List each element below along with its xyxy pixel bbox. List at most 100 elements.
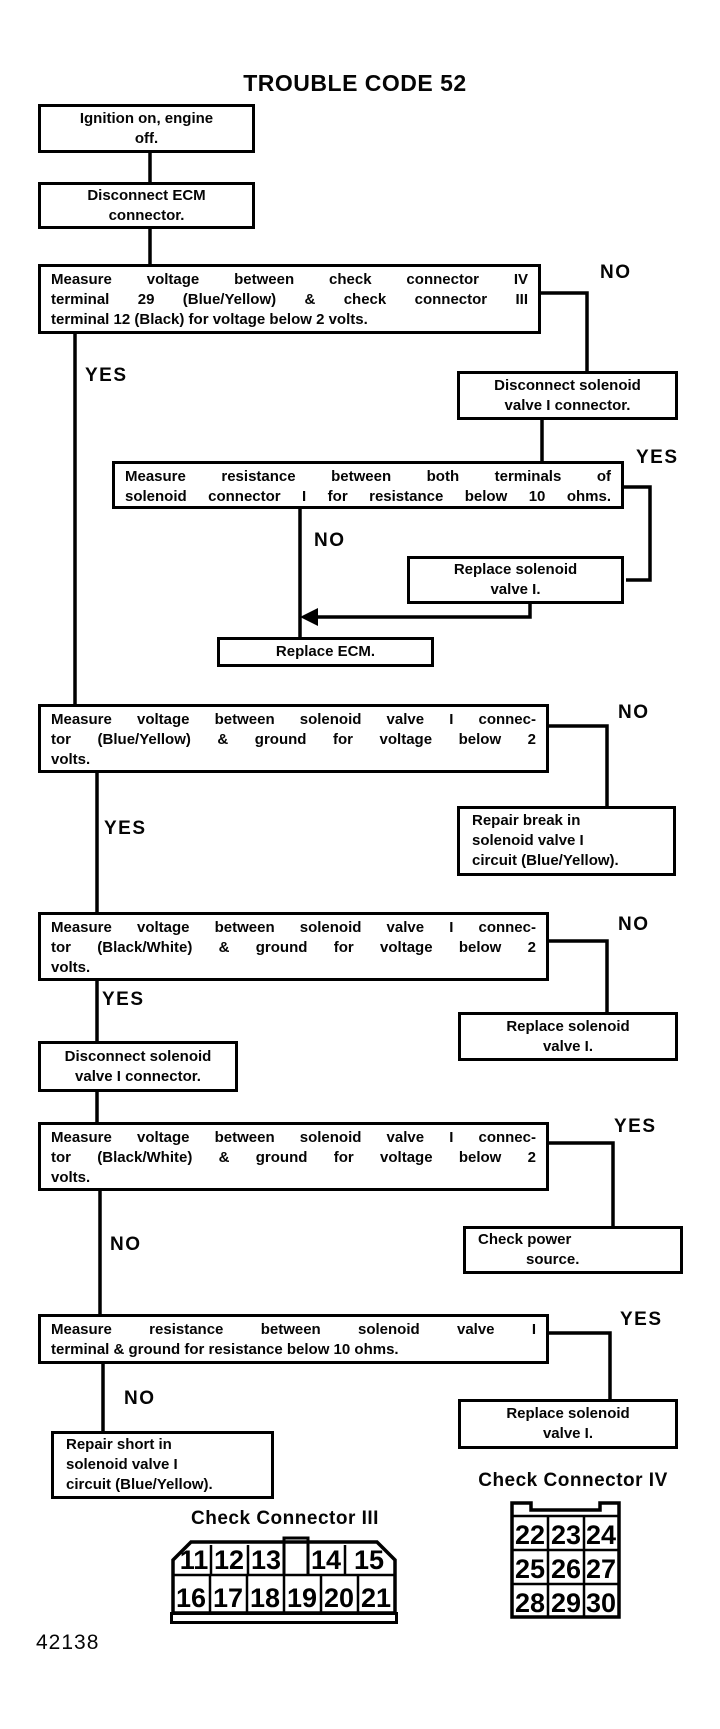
text-line: Measure resistance between solenoid valv… [51,1321,536,1338]
pin-number: 16 [176,1583,206,1613]
branch-label-no: NO [618,702,650,723]
branch-label-yes: YES [636,447,679,468]
text-line: solenoid connector I for resistance belo… [125,488,611,505]
text-line: tor (Black/White) & ground for voltage b… [51,939,536,956]
pin-number: 15 [354,1545,384,1575]
flow-line [316,602,532,619]
text-line: terminal 29 (Blue/Yellow) & check connec… [51,291,528,308]
text-line: volts. [51,751,91,768]
connector-iii-diagram: 11 12 13 14 15 16 17 18 19 20 21 [170,1536,398,1624]
flow-node-measure-resistance-ground: Measure resistance between solenoid valv… [38,1314,549,1364]
pin-number: 12 [214,1545,244,1575]
text-line: terminal & ground for resistance below 1… [51,1341,399,1358]
text-line: circuit (Blue/Yellow). [66,1476,213,1493]
connector-iv-outline [510,1501,621,1619]
connector-grid-lines [512,1514,619,1617]
pin-number: 11 [180,1545,209,1575]
text-line: valve I. [490,581,541,598]
text-line: circuit (Blue/Yellow). [472,852,619,869]
flow-node-repair-break: Repair break in solenoid valve I circuit… [457,806,676,876]
text-line: Replace solenoid [453,561,578,578]
text-line: valve I connector. [75,1067,201,1085]
connector-iv-diagram: 22 23 24 25 26 27 28 29 30 [510,1501,621,1619]
branch-label-yes: YES [620,1309,663,1330]
flow-node-replace-solenoid-3: Replace solenoid valve I. [458,1399,678,1449]
flow-node-measure-voltage-black-white-2: Measure voltage between solenoid valve I… [38,1122,549,1191]
connector-iii-title: Check Connector III [191,1508,379,1529]
flow-node-repair-short: Repair short in solenoid valve I circuit… [51,1431,274,1499]
text-line: tor (Blue/Yellow) & ground for voltage b… [51,731,536,748]
pin-number: 22 [515,1520,545,1550]
text-line: tor (Black/White) & ground for voltage b… [51,1149,536,1166]
text-line: Measure voltage between solenoid valve I… [51,919,536,936]
pin-number: 21 [361,1583,391,1613]
pin-number: 29 [551,1588,581,1618]
branch-label-yes: YES [85,365,128,386]
flow-line-yes [546,1141,615,1228]
flow-node-disconnect-solenoid-1: Disconnect solenoid valve I connector. [457,371,678,420]
flow-node-measure-voltage-blue-yellow: Measure voltage between solenoid valve I… [38,704,549,773]
flow-node-replace-solenoid-1: Replace solenoid valve I. [407,556,624,604]
branch-label-no: NO [600,262,632,283]
text-line: solenoid valve I [472,832,584,849]
pin-number: 27 [586,1554,616,1584]
text-line: Disconnect ECM [87,186,206,204]
pin-number: 23 [551,1520,581,1550]
flow-node-disconnect-solenoid-2: Disconnect solenoid valve I connector. [38,1041,238,1092]
connector-pin-numbers: 22 23 24 25 26 27 28 29 30 [515,1520,616,1618]
flow-line-yes [620,485,652,582]
flow-node-disconnect-ecm: Disconnect ECM connector. [38,182,255,229]
text-line: off. [134,129,159,147]
pin-number: 17 [213,1583,243,1613]
connector-grid-lines [173,1545,395,1613]
connector-key-slot [282,1536,310,1575]
text-line: Disconnect solenoid [494,376,641,394]
pin-number: 28 [515,1588,545,1618]
text-line: Measure voltage between check connector … [51,271,528,288]
flow-line-yes [546,1331,612,1401]
text-line: volts. [51,1169,91,1186]
page-title: TROUBLE CODE 52 [243,70,467,96]
pin-number: 13 [251,1545,281,1575]
branch-label-yes: YES [104,818,147,839]
connector-iv-title: Check Connector IV [478,1470,668,1491]
text-line: Check power [478,1231,572,1248]
figure-number: 42138 [36,1631,100,1654]
text-line: volts. [51,959,91,976]
text-line: Repair break in [472,812,581,829]
text-line: Replace solenoid [506,1017,630,1035]
flow-node-check-power-source: Check power source. [463,1226,683,1274]
text-line: source. [526,1251,580,1268]
pin-number: 30 [586,1588,616,1618]
flow-node-ignition-on: Ignition on, engine off. [38,104,255,153]
pin-number: 20 [324,1583,354,1613]
text-line: Disconnect solenoid [64,1047,212,1065]
text-line: Repair short in [66,1436,172,1453]
flow-line-no [546,939,609,1014]
pin-number: 25 [515,1554,545,1584]
connector-base-bar [170,1612,398,1624]
pin-number: 14 [311,1545,341,1575]
text-line: Replace solenoid [506,1405,630,1422]
text-line: valve I. [542,1037,594,1055]
text-line: valve I. [542,1425,594,1442]
flow-line-no [539,291,589,373]
branch-label-no: NO [314,530,346,551]
branch-label-yes: YES [614,1116,657,1137]
text-line: Measure voltage between solenoid valve I… [51,711,536,728]
flow-node-measure-check-connector: Measure voltage between check connector … [38,264,541,334]
connector-pin-numbers: 11 12 13 14 15 16 17 18 19 20 21 [176,1545,391,1613]
arrowhead-left-icon [300,608,318,626]
pin-number: 26 [551,1554,581,1584]
pin-number: 19 [287,1583,317,1613]
branch-label-yes: YES [102,989,145,1010]
text-line: terminal 12 (Black) for voltage below 2 … [51,311,368,328]
text-line: Measure resistance between both terminal… [125,468,611,485]
flow-node-measure-voltage-black-white-1: Measure voltage between solenoid valve I… [38,912,549,981]
flow-node-measure-resistance-terminals: Measure resistance between both terminal… [112,461,624,509]
text-line: connector. [108,206,185,224]
text-line: Ignition on, engine [79,109,214,127]
flow-node-replace-ecm: Replace ECM. [217,637,434,667]
